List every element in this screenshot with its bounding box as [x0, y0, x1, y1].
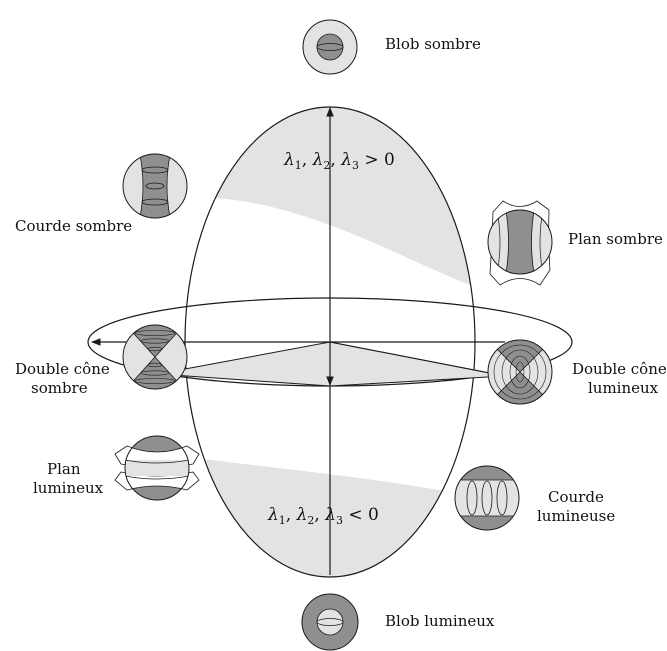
label-blob-lumineux: Blob lumineux — [385, 612, 495, 630]
double-cone-lumineux-icon — [487, 339, 553, 405]
label-plan-sombre: Plan sombre — [568, 230, 663, 248]
plan-lumineux-icon — [114, 435, 200, 501]
bottom-region-formula: λ1, λ2, λ3 < 0 — [267, 505, 379, 527]
double-cone-sombre-icon — [122, 324, 188, 390]
label-blob-sombre: Blob sombre — [385, 35, 481, 53]
courde-lumineuse-icon — [454, 465, 520, 531]
label-courde-sombre: Courde sombre — [15, 217, 132, 235]
blob-lumineux-icon — [301, 593, 359, 651]
plan-sombre-icon — [487, 200, 553, 286]
blob-sombre-icon — [302, 19, 358, 75]
top-region-formula: λ1, λ2, λ3 > 0 — [283, 150, 395, 172]
courde-sombre-icon — [122, 153, 188, 219]
